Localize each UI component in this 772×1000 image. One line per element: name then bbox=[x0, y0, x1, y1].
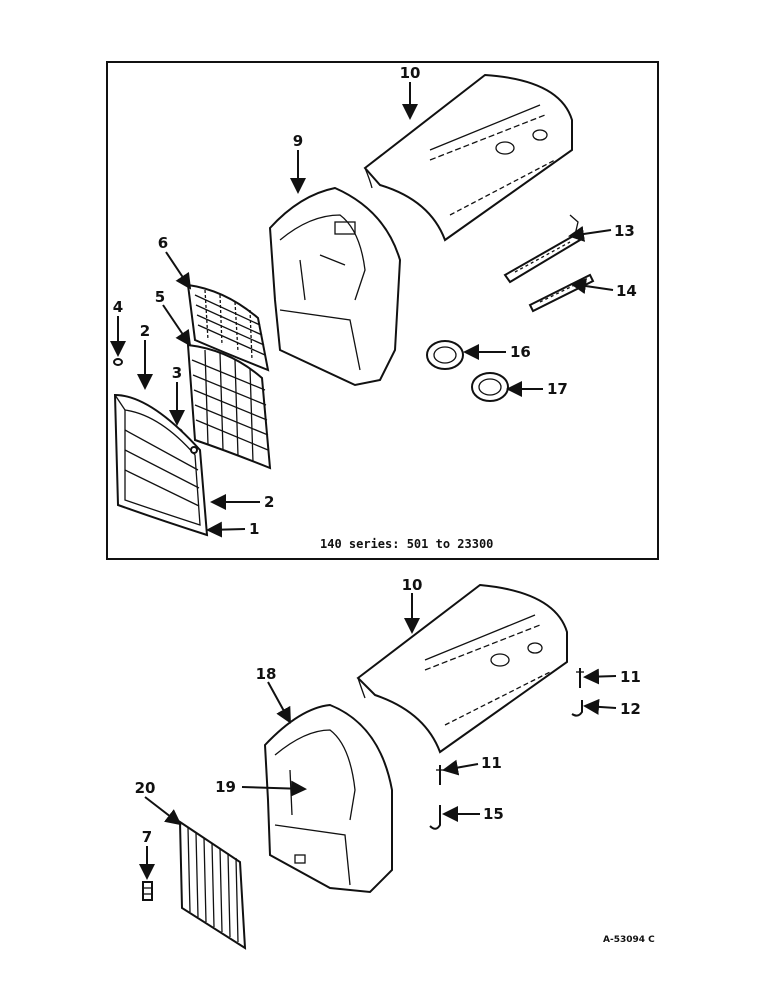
front-frame-part-1 bbox=[113, 393, 209, 537]
emblem-part-16 bbox=[426, 340, 464, 370]
bolt-part-11-lower bbox=[436, 765, 444, 785]
bolt-part-11-upper bbox=[576, 668, 584, 688]
callout-14: 14 bbox=[616, 282, 637, 300]
callout-7: 7 bbox=[142, 828, 152, 846]
callout-12: 12 bbox=[620, 700, 641, 718]
screw-part-4 bbox=[113, 358, 123, 366]
upper-caption: 140 series: 501 to 23300 bbox=[320, 537, 493, 551]
grille-screen-part-20 bbox=[178, 820, 247, 950]
grille-part-5 bbox=[186, 343, 272, 470]
callout-9: 9 bbox=[293, 132, 303, 150]
grille-housing-part-9 bbox=[268, 186, 402, 387]
callout-19: 19 bbox=[215, 778, 236, 796]
lower-leaders bbox=[139, 593, 617, 880]
grille-housing-part-18 bbox=[263, 703, 393, 894]
callout-2-top: 2 bbox=[140, 322, 150, 340]
callout-20: 20 bbox=[135, 779, 156, 797]
hood-part-10-upper bbox=[363, 73, 573, 242]
callout-1: 1 bbox=[249, 520, 259, 538]
callout-11-lower: 11 bbox=[481, 754, 502, 772]
drawing-code: A-53094 C bbox=[603, 935, 655, 945]
clip-part-15 bbox=[429, 805, 441, 830]
callout-18: 18 bbox=[256, 665, 277, 683]
callout-6: 6 bbox=[158, 234, 168, 252]
strip-part-14 bbox=[528, 273, 595, 313]
callout-13: 13 bbox=[614, 222, 635, 240]
emblem-part-17 bbox=[471, 372, 509, 402]
upper-frame bbox=[106, 61, 659, 560]
strip-part-13 bbox=[503, 214, 582, 284]
callout-3: 3 bbox=[172, 364, 182, 382]
callout-11-upper: 11 bbox=[620, 668, 641, 686]
screen-part-6 bbox=[186, 283, 270, 372]
callout-5: 5 bbox=[155, 288, 165, 306]
callout-15: 15 bbox=[483, 805, 504, 823]
callout-10-upper: 10 bbox=[400, 64, 421, 82]
upper-leaders bbox=[110, 82, 614, 538]
fastener-part-7 bbox=[142, 881, 153, 901]
hood-part-10-lower bbox=[356, 583, 568, 754]
callout-10-lower: 10 bbox=[402, 576, 423, 594]
callout-4: 4 bbox=[113, 298, 123, 316]
callout-2-side: 2 bbox=[264, 493, 274, 511]
callout-16: 16 bbox=[510, 343, 531, 361]
callout-17: 17 bbox=[547, 380, 568, 398]
clip-part-12 bbox=[571, 700, 583, 717]
